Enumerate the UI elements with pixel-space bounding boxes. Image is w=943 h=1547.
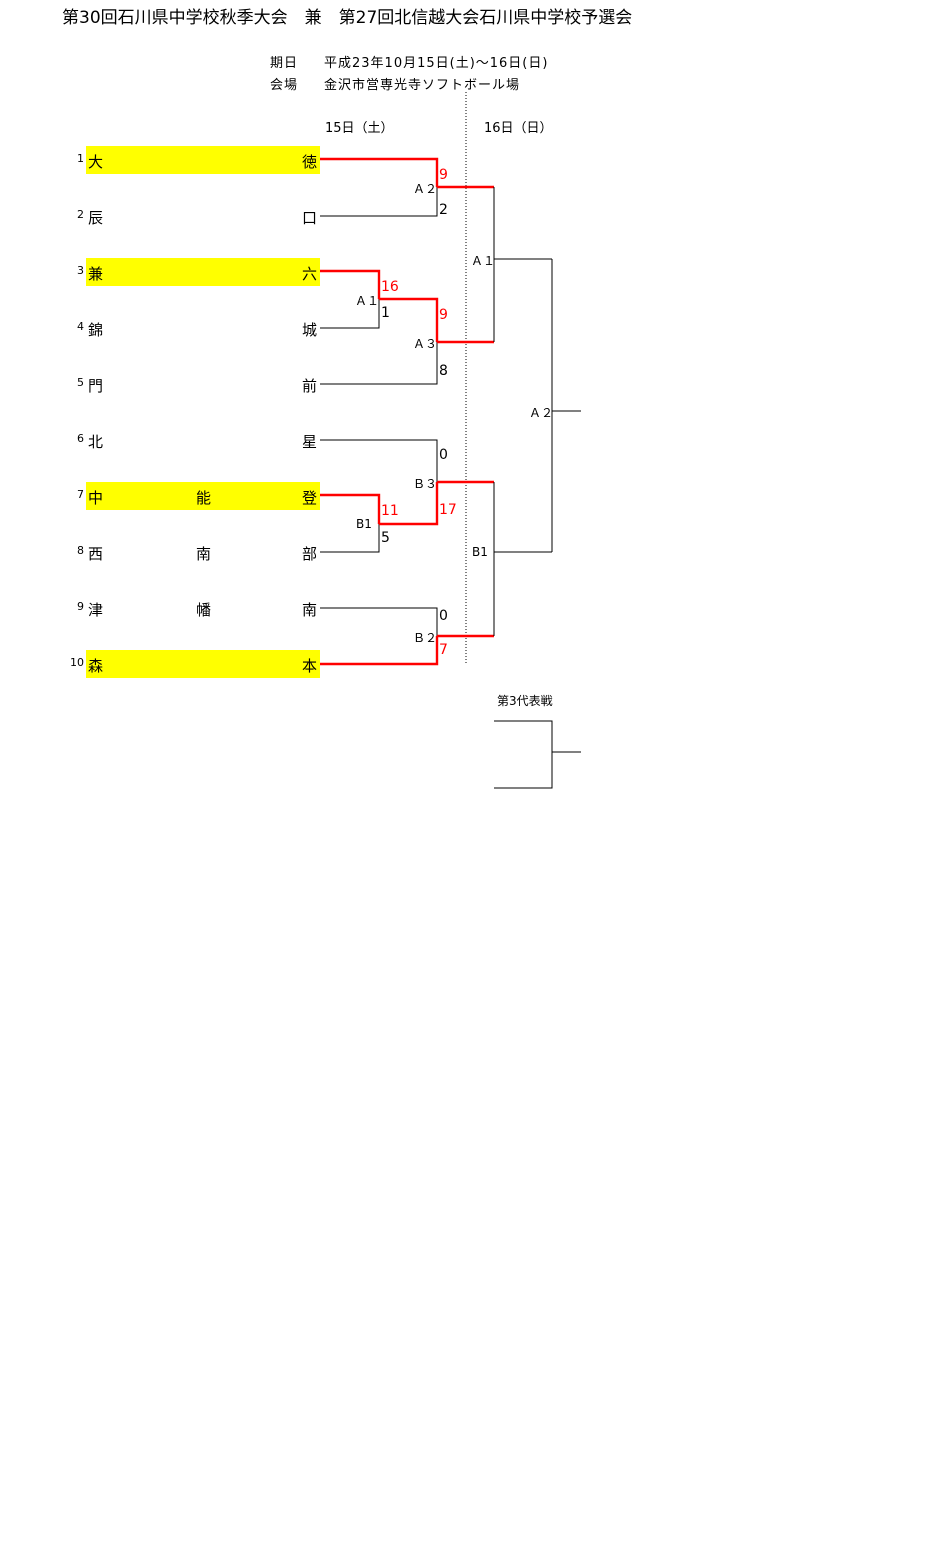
seed-number: 10 xyxy=(70,656,84,669)
seed-number: 8 xyxy=(77,544,84,557)
match-label: B1 xyxy=(472,545,488,559)
bracket-line xyxy=(320,439,438,482)
team-name-char: 門 xyxy=(88,377,104,395)
team-name-char: 北 xyxy=(88,433,104,451)
match-score: 16 xyxy=(381,279,399,295)
venue-label: 会場 xyxy=(270,78,299,93)
third-place-bracket xyxy=(494,720,553,789)
team-name-char: 津 xyxy=(88,601,104,619)
team-name-char: 森 xyxy=(88,657,104,675)
day2-heading: 16日（日） xyxy=(484,121,553,136)
match-score: 11 xyxy=(381,503,399,519)
match-score: 1 xyxy=(381,305,390,321)
date-value: 平成23年10月15日(土)～16日(日) xyxy=(324,56,549,71)
bracket-line xyxy=(320,187,438,217)
match-score: 2 xyxy=(439,202,448,218)
match-score: 5 xyxy=(381,530,390,546)
page-title: 第30回石川県中学校秋季大会 兼 第27回北信越大会石川県中学校予選会 xyxy=(62,8,633,28)
team-name-char: 星 xyxy=(302,433,318,451)
match-label: Ｂ３ xyxy=(413,477,438,491)
match-score: 0 xyxy=(439,608,448,624)
team-name-char: 登 xyxy=(302,489,318,507)
match-label: Ａ２ xyxy=(529,406,554,420)
seed-number: 4 xyxy=(77,320,84,333)
winner-path xyxy=(379,482,439,526)
team-name-char: 西 xyxy=(88,545,104,563)
team-name-char: 幡 xyxy=(196,601,212,619)
team-name-char: 辰 xyxy=(88,209,104,227)
match-score: 9 xyxy=(439,307,448,323)
team-name-char: 徳 xyxy=(302,153,318,171)
seed-number: 3 xyxy=(77,264,84,277)
winner-path xyxy=(320,636,439,666)
bracket-line xyxy=(320,607,438,636)
match-label: Ａ２ xyxy=(413,182,438,196)
team-row-1 xyxy=(86,146,320,174)
team-name-char: 部 xyxy=(302,545,318,563)
team-name-char: 錦 xyxy=(88,321,104,339)
team-name-char: 大 xyxy=(88,153,104,171)
winner-path xyxy=(320,157,439,187)
team-name-char: 中 xyxy=(88,489,104,507)
team-name-char: 兼 xyxy=(88,265,104,283)
bracket-line xyxy=(320,342,438,385)
match-label: Ａ１ xyxy=(471,254,496,268)
match-label: Ａ３ xyxy=(413,337,438,351)
match-score: 17 xyxy=(439,502,457,518)
match-label: Ａ１ xyxy=(355,294,380,308)
team-name-char: 六 xyxy=(302,265,318,283)
venue-value: 金沢市営専光寺ソフトボール場 xyxy=(324,78,521,93)
winner-path xyxy=(320,493,381,524)
match-label: Ｂ２ xyxy=(413,631,438,645)
match-score: 8 xyxy=(439,363,448,379)
match-label: B1 xyxy=(356,517,372,531)
third-place-label: 第3代表戦 xyxy=(497,694,553,708)
match-score: 0 xyxy=(439,447,448,463)
team-row-7 xyxy=(86,482,320,510)
team-name-char: 南 xyxy=(196,545,212,563)
match-score: 7 xyxy=(439,642,448,658)
seed-number: 6 xyxy=(77,432,84,445)
team-name-char: 前 xyxy=(302,377,318,395)
team-row-10 xyxy=(86,650,320,678)
winner-path xyxy=(320,269,381,299)
day1-heading: 15日（土） xyxy=(325,121,394,136)
bracket-line xyxy=(320,524,380,553)
bracket-line xyxy=(320,299,380,329)
seed-number: 5 xyxy=(77,376,84,389)
seed-number: 2 xyxy=(77,208,84,221)
team-name-char: 口 xyxy=(302,209,318,227)
team-name-char: 能 xyxy=(196,489,212,507)
team-name-char: 本 xyxy=(302,657,318,675)
date-label: 期日 xyxy=(270,56,299,71)
seed-number: 7 xyxy=(77,488,84,501)
winner-path xyxy=(379,297,439,342)
team-row-3 xyxy=(86,258,320,286)
seed-number: 1 xyxy=(77,152,84,165)
match-score: 9 xyxy=(439,167,448,183)
seed-number: 9 xyxy=(77,600,84,613)
team-name-char: 城 xyxy=(302,321,318,339)
team-name-char: 南 xyxy=(302,601,318,619)
